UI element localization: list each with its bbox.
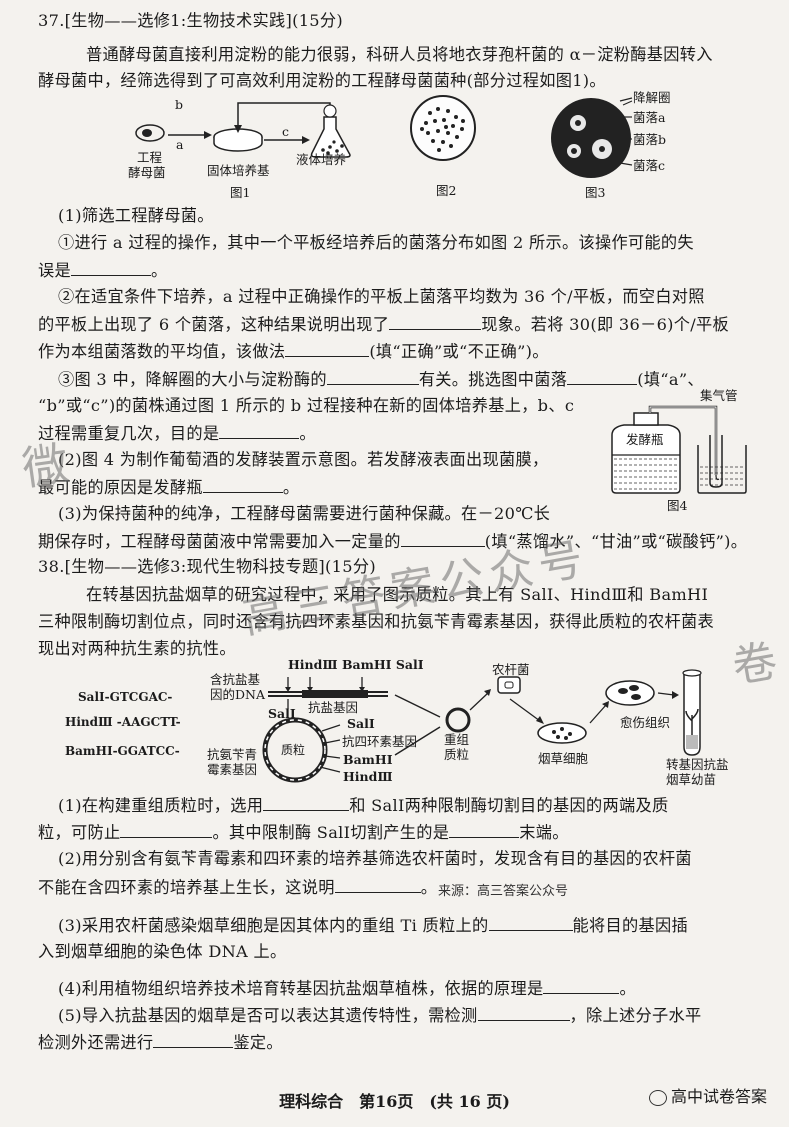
q38-intro-line2: 三种限制酶切割位点，同时还含有抗四环素基因和抗氨苄青霉素基因，获得此质粒的农杆菌…	[38, 612, 714, 631]
tobacco-cell-label: 烟草细胞	[538, 751, 589, 766]
q37-part1-1-line1: ①进行 a 过程的操作，其中一个平板经培养后的菌落分布如图 2 所示。该操作可能…	[58, 233, 694, 252]
fig4-label-tube: 集气管	[700, 388, 738, 403]
q38-part1-line1: (1)在构建重组质粒时，选用和 SalⅠ两种限制酶切割目的基因的两端及质	[58, 796, 669, 815]
plasmid-site-hind: HindⅢ	[343, 769, 393, 784]
agro-label: 农杆菌	[492, 662, 530, 677]
q38-plasmid-diagram	[262, 669, 702, 783]
q38-part4: (4)利用植物组织培养技术培育转基因抗盐烟草植株，依据的原理是。	[58, 979, 636, 998]
q37-heading: 37.[生物——选修1:生物技术实践](15分)	[38, 11, 343, 30]
watermark-left: 微	[18, 436, 72, 496]
figure-1-diagram	[135, 102, 351, 158]
q37-part1-3-line1: ③图 3 中，降解圈的大小与淀粉酶的有关。挑选图中菌落(填“a”、	[58, 370, 704, 389]
fig3-label-colony-c: 菌落c	[633, 158, 666, 173]
fig3-label-ring: 降解圈	[633, 90, 671, 105]
q37-part1-2-line1: ②在适宜条件下培养，a 过程中正确操作的平板上菌落平均数为 36 个/平板，而空…	[58, 287, 705, 306]
q37-part1-1-line2: 误是。	[38, 261, 168, 280]
seedling-label-2: 烟草幼苗	[666, 772, 717, 787]
q37-part1-2-line2: 的平板上出现了 6 个菌落，这种结果说明出现了现象。若将 30(即 36－6)个…	[38, 315, 729, 334]
fig1-caption: 图1	[230, 185, 251, 200]
enzyme-bam-sequence: BamHⅠ-GGATCC-	[65, 744, 180, 758]
source-note: 来源：高三答案公众号	[438, 884, 569, 899]
q38-part3-line2: 入到烟草细胞的染色体 DNA 上。	[38, 942, 287, 961]
q38-intro-line1: 在转基因抗盐烟草的研究过程中，采用了图示质粒。其上有 SalⅠ、HindⅢ和 B…	[86, 585, 709, 604]
fig1-yeast-label-1: 工程	[137, 150, 163, 165]
q37-part1: (1)筛选工程酵母菌。	[58, 206, 214, 225]
fig2-caption: 图2	[436, 183, 457, 198]
q37-intro-line2: 酵母菌中，经筛选得到了可高效利用淀粉的工程酵母菌菌种(部分过程如图1)。	[38, 71, 606, 90]
q37-part1-3-line3: 过程需重复几次，目的是。	[38, 424, 316, 443]
recombinant-label-2: 质粒	[444, 747, 470, 762]
fig3-caption: 图3	[585, 185, 606, 200]
fig4-label-bottle: 发酵瓶	[626, 432, 664, 447]
fig1-label-b: b	[175, 97, 184, 112]
recombinant-label-1: 重组	[444, 732, 470, 747]
fig1-label-c: c	[282, 124, 290, 139]
q38-heading: 38.[生物——选修3:现代生物科技专题](15分)	[38, 557, 376, 576]
plasmid-site-sal: SalⅠ	[347, 716, 375, 731]
q37-part1-2-line3: 作为本组菌落数的平均值，该做法(填“正确”或“不正确”)。	[38, 342, 549, 361]
fig3-label-colony-a: 菌落a	[633, 110, 666, 125]
seedling-label-1: 转基因抗盐	[666, 757, 729, 772]
amp-gene-label-2: 霉素基因	[207, 762, 258, 777]
q37-part2-line2: 最可能的原因是发酵瓶。	[38, 478, 300, 497]
figure-3-plate	[551, 98, 633, 178]
salt-gene-label: 抗盐基因	[308, 700, 359, 715]
wechat-icon	[648, 1089, 667, 1106]
corner-watermark: 高中试卷答案	[648, 1083, 767, 1107]
plasmid-site-bam: BamHⅠ	[343, 752, 393, 767]
q37-part3-line1: (3)为保持菌种的纯净，工程酵母菌需要进行菌种保藏。在－20℃长	[58, 504, 551, 523]
plasmid-label: 质粒	[281, 743, 306, 757]
fig1-label-a: a	[176, 137, 184, 152]
enzyme-sal-sequence: SalⅠ-GTCGAC-	[78, 690, 173, 704]
dna-label-1: 含抗盐基	[210, 672, 261, 687]
figure-4-fermenter	[611, 405, 747, 494]
fig1-liquid-culture-label: 液体培养	[296, 152, 347, 167]
q38-part2-line2: 不能在含四环素的培养基上生长，这说明。	[38, 878, 438, 897]
fig3-label-colony-b: 菌落b	[633, 132, 667, 147]
callus-label: 愈伤组织	[620, 715, 671, 730]
q38-part5-line1: (5)导入抗盐基因的烟草是否可以表达其遗传特性，需检测，除上述分子水平	[58, 1006, 702, 1025]
page-footer: 理科综合 第16页 (共 16 页)	[279, 1092, 510, 1111]
dna-top-sites: HindⅢ BamHⅠ SalⅠ	[288, 657, 424, 672]
fig4-caption: 图4	[667, 498, 688, 513]
enzyme-hind-sequence: HindⅢ -AAGCTT-	[65, 715, 181, 729]
q37-part2-line1: (2)图 4 为制作葡萄酒的发酵装置示意图。若发酵液表面出现菌膜，	[58, 450, 549, 469]
amp-gene-label-1: 抗氨苄青	[207, 747, 258, 762]
q38-part1-line2: 粒，可防止。其中限制酶 SalⅠ切割产生的是末端。	[38, 823, 569, 842]
fig1-yeast-label-2: 酵母菌	[128, 165, 166, 180]
q37-part1-3-line2: “b”或“c”)的菌株通过图 1 所示的 b 过程接种在新的固体培养基上，b、c	[38, 396, 575, 415]
q38-part3-line1: (3)采用农杆菌感染烟草细胞是因其体内的重组 Ti 质粒上的能将目的基因插	[58, 916, 688, 935]
q38-part5-line2: 检测外还需进行鉴定。	[38, 1033, 283, 1052]
q38-intro-line3: 现出对两种抗生素的抗性。	[38, 639, 236, 658]
fig1-solid-medium-label: 固体培养基	[207, 163, 270, 178]
dna-label-2: 因的DNA	[210, 687, 265, 702]
q37-part3-line2: 期保存时，工程酵母菌菌液中常需要加入一定量的(填“蒸馏水”、“甘油”或“碳酸钙”…	[38, 532, 748, 551]
sal-left-label: SalⅠ	[268, 706, 296, 721]
tet-gene-label: 抗四环素基因	[342, 734, 418, 749]
figure-3-leader-lines	[619, 97, 633, 166]
q37-intro-line1: 普通酵母菌直接利用淀粉的能力很弱，科研人员将地衣芽孢杆菌的 α－淀粉酶基因转入	[86, 45, 713, 64]
q38-part2-line1: (2)用分别含有氨苄青霉素和四环素的培养基筛选农杆菌时，发现含有目的基因的农杆菌	[58, 849, 692, 868]
figure-2-plate	[410, 95, 476, 161]
